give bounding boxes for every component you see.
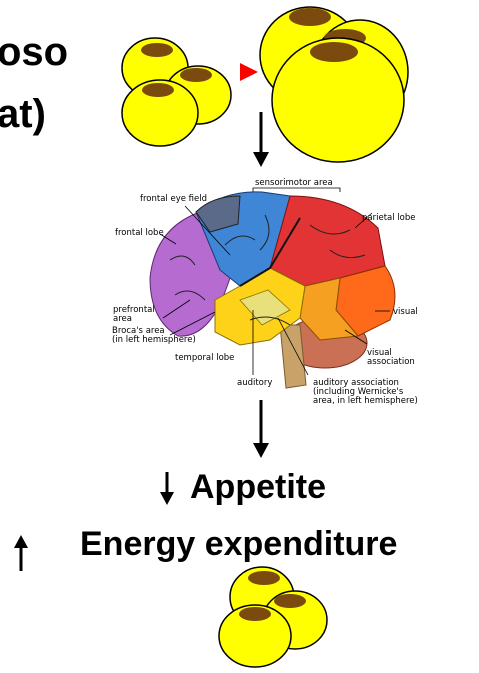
appetite-label: Appetite bbox=[190, 470, 326, 504]
energy-expenditure-label: Energy expenditure bbox=[80, 527, 397, 561]
red-arrow-icon bbox=[240, 63, 258, 81]
down-arrow-icon bbox=[253, 112, 269, 167]
increase-arrow-icon bbox=[14, 535, 28, 571]
label-visual: visual bbox=[393, 307, 418, 317]
label-auditory-association-3: area, in left hemisphere) bbox=[313, 396, 418, 406]
small-fat-cells bbox=[122, 38, 231, 146]
label-temporal-lobe: temporal lobe bbox=[175, 353, 234, 363]
label-prefrontal-area: area bbox=[113, 314, 132, 324]
label-frontal-eye-field: frontal eye field bbox=[140, 194, 207, 204]
large-fat-cells bbox=[260, 7, 408, 162]
down-arrow-icon bbox=[253, 400, 269, 458]
reduced-fat-cells bbox=[219, 567, 327, 667]
label-parietal-lobe: parietal lobe bbox=[362, 213, 415, 223]
decrease-arrow-icon bbox=[160, 472, 174, 505]
label-visual-association-2: association bbox=[367, 357, 415, 367]
label-sensorimotor: sensorimotor area bbox=[255, 178, 333, 188]
label-frontal-lobe: frontal lobe bbox=[115, 228, 164, 238]
label-broca-note: (in left hemisphere) bbox=[112, 335, 196, 345]
label-auditory: auditory bbox=[237, 378, 272, 388]
